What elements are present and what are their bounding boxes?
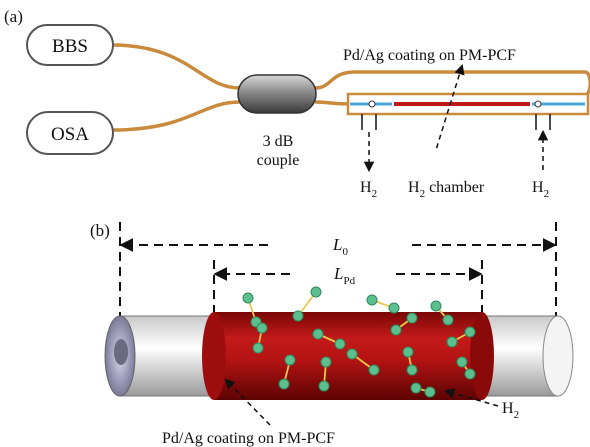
h2-atom xyxy=(310,286,322,298)
coating-label-a: Pd/Ag coating on PM-PCF xyxy=(343,47,516,64)
h2-atom xyxy=(388,302,400,314)
splice-right xyxy=(534,100,542,108)
h2-atom xyxy=(346,348,358,360)
h2-atom xyxy=(256,322,268,334)
h2-atom xyxy=(402,346,414,358)
bbs-box: BBS xyxy=(26,24,114,66)
h2-atom xyxy=(242,292,254,304)
rod-core-left xyxy=(114,339,128,365)
coupler-label-line2: couple xyxy=(257,152,300,169)
h2-atom xyxy=(406,312,418,324)
osa-label: OSA xyxy=(51,124,89,145)
h2-atom xyxy=(430,300,442,312)
h2-atom xyxy=(320,356,332,368)
h2-atom xyxy=(252,342,264,354)
h2-atom xyxy=(278,378,290,390)
l0-label: L0 xyxy=(332,235,348,258)
h2-atom xyxy=(284,354,296,366)
panel-a-label: (a) xyxy=(4,7,23,26)
h2-atom xyxy=(406,364,418,376)
coating-label-b: Pd/Ag coating on PM-PCF xyxy=(162,430,335,447)
h2-chamber xyxy=(346,92,590,130)
fiber-osa-coupler xyxy=(111,100,241,132)
lpd-label: LPd xyxy=(333,264,356,287)
h2-molecules xyxy=(242,286,476,398)
optical-fibers xyxy=(111,43,590,132)
h2-atom xyxy=(442,314,454,326)
h2-atom xyxy=(456,356,468,368)
panel-b-label: (b) xyxy=(90,221,110,240)
h2-atom xyxy=(464,326,476,338)
h2-label-b: H2 xyxy=(502,400,519,421)
h2-atom xyxy=(366,294,378,306)
coupler: 3 dB couple xyxy=(237,74,317,169)
fiber-rod xyxy=(104,312,574,400)
fiber-coupler-lower xyxy=(314,100,349,106)
dimension-lines xyxy=(119,222,557,318)
fiber-coupler-upper xyxy=(314,70,590,97)
h2-chamber-label: H2 chamber xyxy=(408,179,485,200)
osa-box: OSA xyxy=(26,111,114,155)
coating-pointer-a xyxy=(435,63,465,151)
h2-atom xyxy=(410,382,422,394)
h2-atom xyxy=(312,328,324,340)
fiber-bbs-coupler xyxy=(111,43,241,90)
bbs-label: BBS xyxy=(52,36,88,57)
h2-atom xyxy=(334,338,346,350)
h2-pointer-b xyxy=(443,388,499,407)
h2-atom xyxy=(292,310,304,322)
splice-left xyxy=(368,100,376,108)
coupler-label-line1: 3 dB xyxy=(263,133,294,150)
h2-right-label: H2 xyxy=(532,179,549,200)
h2-left-label: H2 xyxy=(360,179,377,200)
h2-atom xyxy=(318,380,330,392)
rod-end-right xyxy=(542,315,574,397)
h2-atom xyxy=(368,364,380,376)
h2-atom xyxy=(446,336,458,348)
h2-atom xyxy=(464,368,476,380)
coating-pointer-b xyxy=(224,378,271,426)
h2-atom xyxy=(390,324,402,336)
h2-atom xyxy=(424,386,436,398)
